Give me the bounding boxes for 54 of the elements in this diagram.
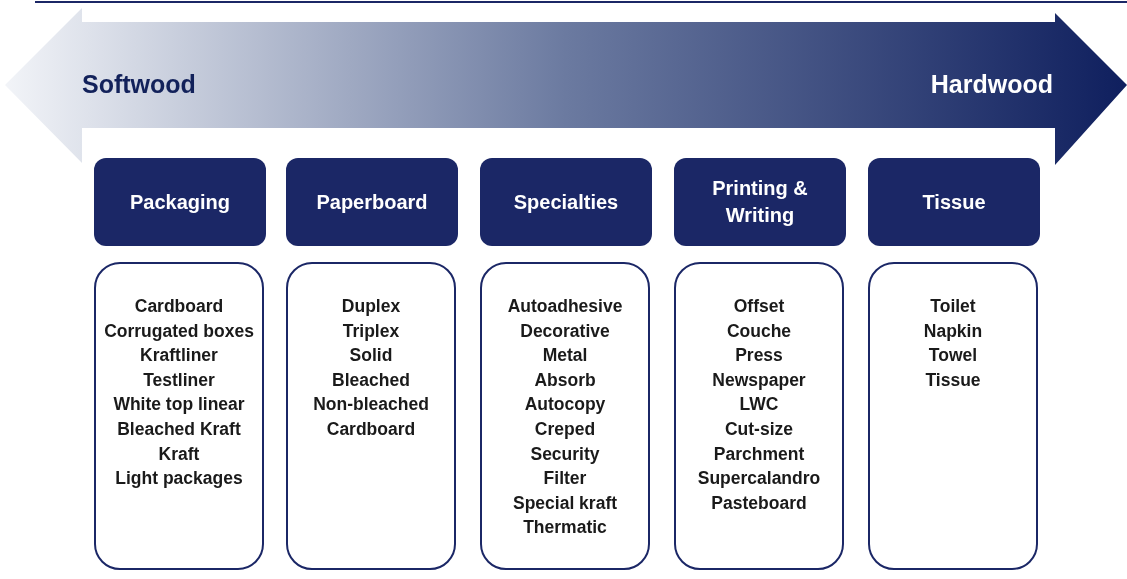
- list-item: Press: [734, 344, 784, 368]
- header-text: Packaging: [128, 189, 231, 215]
- list-item: Parchment: [712, 442, 806, 466]
- list-item: White top linear: [112, 393, 246, 417]
- header-text: Printing & Writing: [711, 176, 809, 228]
- list-item: Autoadhesive: [506, 295, 624, 318]
- header-text: Specialties: [512, 189, 620, 215]
- list-item: LWC: [738, 393, 780, 417]
- list-item: Thermatic: [522, 516, 608, 540]
- list-item: Autocopy: [523, 393, 607, 417]
- list-item: Bleached Kraft: [116, 417, 242, 441]
- list-item: Special kraft: [511, 491, 619, 515]
- product-list-card: [868, 262, 1038, 570]
- list-item: Security: [529, 442, 601, 466]
- list-item: Toilet: [929, 295, 977, 318]
- list-item: Offset: [732, 295, 786, 318]
- list-item: Cardboard: [325, 417, 417, 441]
- list-item: Cardboard: [133, 295, 225, 318]
- list-item: Supercalandro: [696, 467, 822, 491]
- category-header: [94, 158, 266, 246]
- list-item: Triplex: [341, 319, 401, 343]
- category-header: [286, 158, 458, 246]
- product-list-card: [480, 262, 650, 570]
- header-text: Paperboard: [315, 189, 429, 215]
- axis-end-label: Softwood: [82, 70, 196, 99]
- list-item: Towel: [927, 344, 979, 368]
- product-list-card: [286, 262, 456, 570]
- list-item: Filter: [542, 467, 588, 491]
- list-item: Tissue: [924, 368, 982, 392]
- list-item: Absorb: [533, 368, 597, 392]
- category-header: [674, 158, 846, 246]
- list-item: Duplex: [340, 295, 402, 318]
- list-item: Kraftliner: [139, 344, 219, 368]
- list-item: Bleached: [331, 368, 411, 392]
- list-item: Light packages: [114, 467, 244, 491]
- list-item: Cut-size: [723, 417, 795, 441]
- list-item: Pasteboard: [710, 491, 808, 515]
- category-header: [868, 158, 1040, 246]
- list-item: Couche: [725, 319, 793, 343]
- list-item: Solid: [348, 344, 394, 368]
- product-list-card: [94, 262, 264, 570]
- axis-end-label: Hardwood: [930, 70, 1053, 99]
- category-header: [480, 158, 652, 246]
- list-item: Testliner: [142, 368, 216, 392]
- list-item: Kraft: [157, 442, 201, 466]
- list-item: Creped: [533, 417, 597, 441]
- list-item: Decorative: [519, 319, 611, 343]
- product-list-card: [674, 262, 844, 570]
- list-item: Corrugated boxes: [103, 319, 255, 343]
- list-item: Newspaper: [711, 368, 807, 392]
- header-text: Tissue: [921, 189, 987, 215]
- list-item: Metal: [541, 344, 589, 368]
- list-item: Napkin: [922, 319, 984, 343]
- list-item: Non-bleached: [312, 393, 430, 417]
